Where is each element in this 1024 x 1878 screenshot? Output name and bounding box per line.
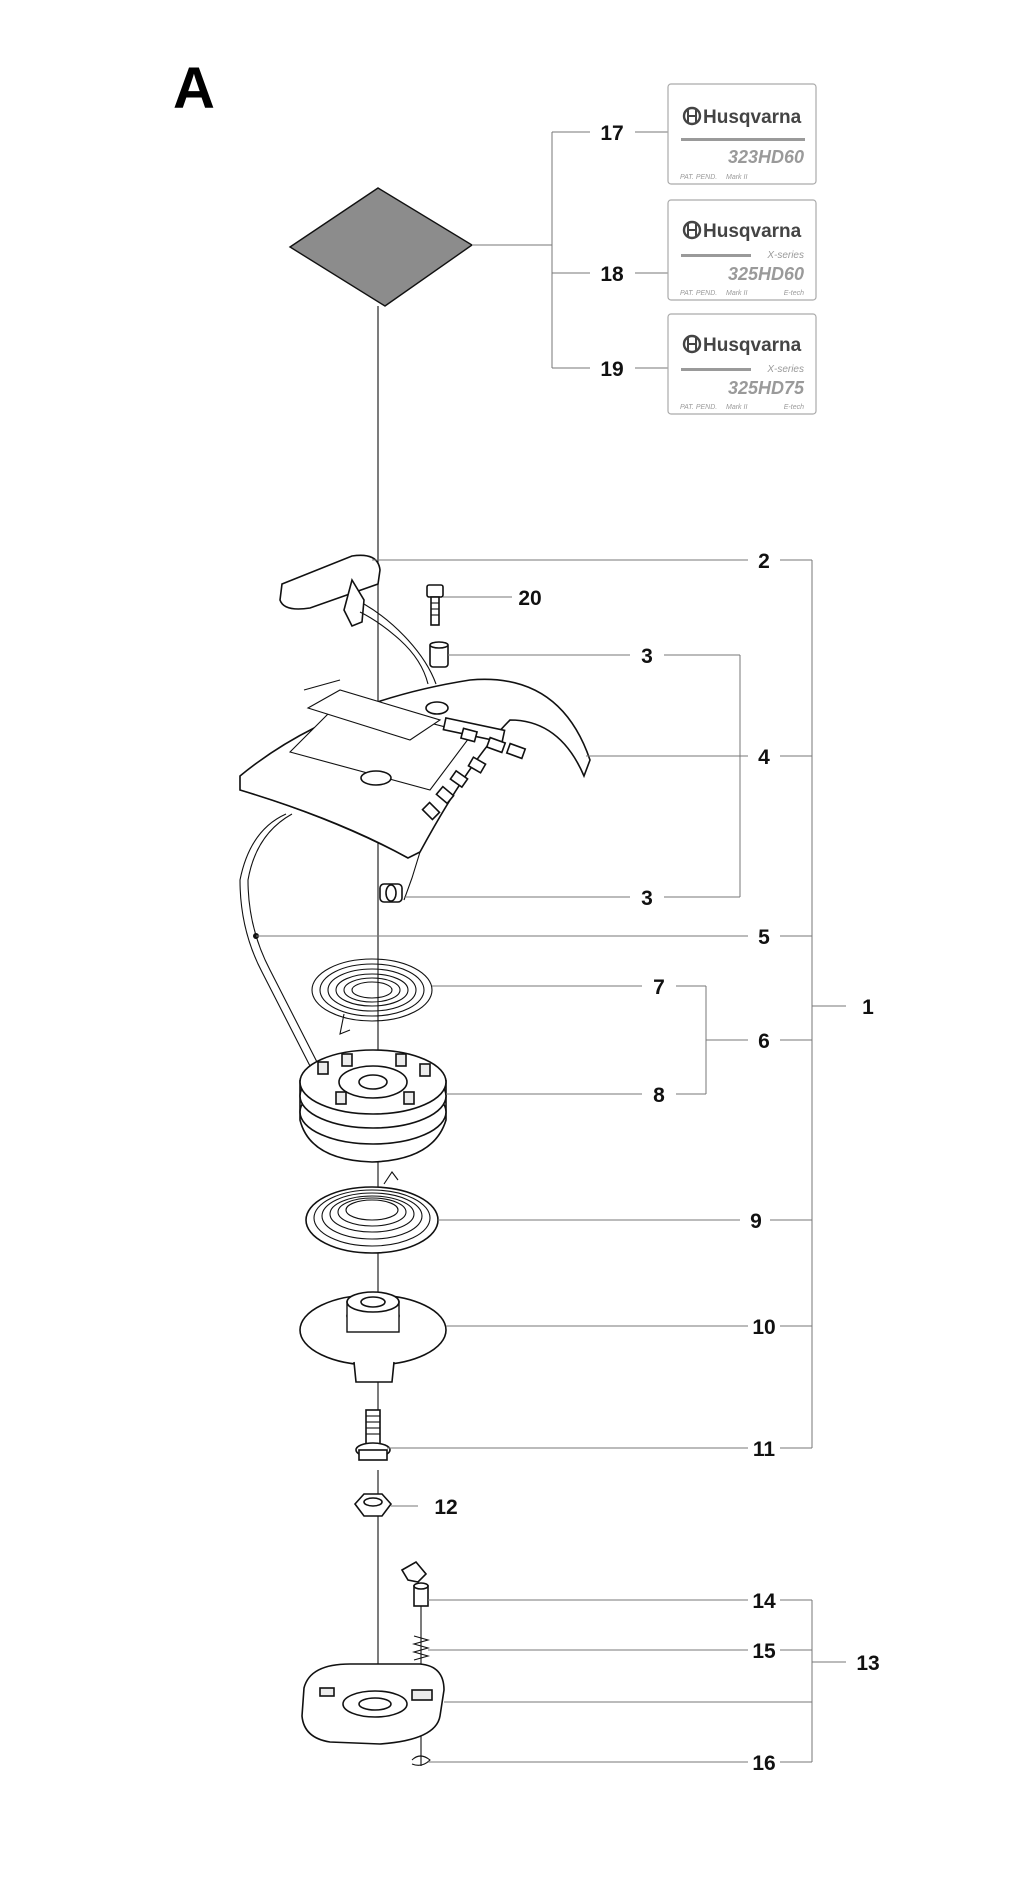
- husqvarna-logo-icon: [682, 106, 702, 126]
- circlip-16: [411, 1755, 431, 1766]
- callout-14: 14: [752, 1590, 776, 1613]
- decal-17-brand: Husqvarna: [703, 107, 802, 128]
- nut-12: [353, 1493, 393, 1517]
- callout-18: 18: [600, 263, 624, 286]
- callout-19: 19: [600, 358, 623, 381]
- callout-8: 8: [653, 1084, 665, 1107]
- decal-18-brand: Husqvarna: [703, 221, 802, 242]
- decal-17-model: 323HD60: [728, 147, 804, 167]
- decal-18: Husqvarna X-series 325HD60 PAT. PEND. Ma…: [667, 199, 817, 301]
- callout-3-top: 3: [641, 645, 653, 668]
- decal-19-small-mid: Mark II: [726, 404, 747, 411]
- callout-12: 12: [434, 1496, 457, 1519]
- callout-11: 11: [753, 1438, 776, 1461]
- decal-19-model: 325HD75: [728, 378, 805, 398]
- callout-16: 16: [752, 1752, 775, 1775]
- spring-9: [305, 1171, 439, 1254]
- bolt-20: [426, 584, 444, 626]
- decal-17-small-left: PAT. PEND.: [680, 174, 717, 181]
- decal-19-small-right: E-tech: [784, 404, 804, 411]
- rope-pulley: [299, 1049, 447, 1163]
- callout-3-bottom: 3: [641, 887, 653, 910]
- recoil-spring-7: [311, 958, 433, 1035]
- pulley-hub: [301, 1663, 445, 1745]
- starter-cover: [239, 678, 591, 901]
- pawl-14: [400, 1560, 429, 1607]
- decal-19-brand: Husqvarna: [703, 335, 802, 356]
- callout-20: 20: [518, 587, 541, 610]
- callout-17: 17: [600, 122, 623, 145]
- decal-17-small-mid: Mark II: [726, 174, 747, 181]
- spring-cassette: [299, 1291, 447, 1383]
- decal-plate: [288, 187, 474, 307]
- section-label: A: [173, 56, 215, 121]
- decal-17: Husqvarna 323HD60 PAT. PEND. Mark II: [667, 83, 817, 185]
- callout-2: 2: [758, 550, 770, 573]
- decal-19-small-left: PAT. PEND.: [680, 404, 717, 411]
- callout-4: 4: [758, 746, 770, 769]
- screw-11: [355, 1409, 391, 1461]
- decal-19: Husqvarna X-series 325HD75 PAT. PEND. Ma…: [667, 313, 817, 415]
- callout-13: 13: [856, 1652, 879, 1675]
- callout-7: 7: [653, 976, 665, 999]
- decal-18-small-left: PAT. PEND.: [680, 290, 717, 297]
- callout-1: 1: [862, 996, 874, 1019]
- callout-10: 10: [752, 1316, 775, 1339]
- callout-5: 5: [758, 926, 770, 949]
- decal-19-series: X-series: [766, 364, 804, 375]
- decal-18-small-right: E-tech: [784, 290, 804, 297]
- starter-handle: [279, 554, 437, 685]
- spring-15: [411, 1635, 431, 1661]
- husqvarna-logo-icon: [682, 220, 702, 240]
- starter-rope: [239, 813, 311, 1067]
- callout-9: 9: [750, 1210, 762, 1233]
- husqvarna-logo-icon: [682, 334, 702, 354]
- sleeve-bottom: [379, 883, 403, 903]
- callout-6: 6: [758, 1030, 770, 1053]
- callout-15: 15: [752, 1640, 776, 1663]
- sleeve-top: [429, 641, 449, 668]
- decal-18-series: X-series: [766, 250, 804, 261]
- decal-18-model: 325HD60: [728, 264, 804, 284]
- decal-18-small-mid: Mark II: [726, 290, 747, 297]
